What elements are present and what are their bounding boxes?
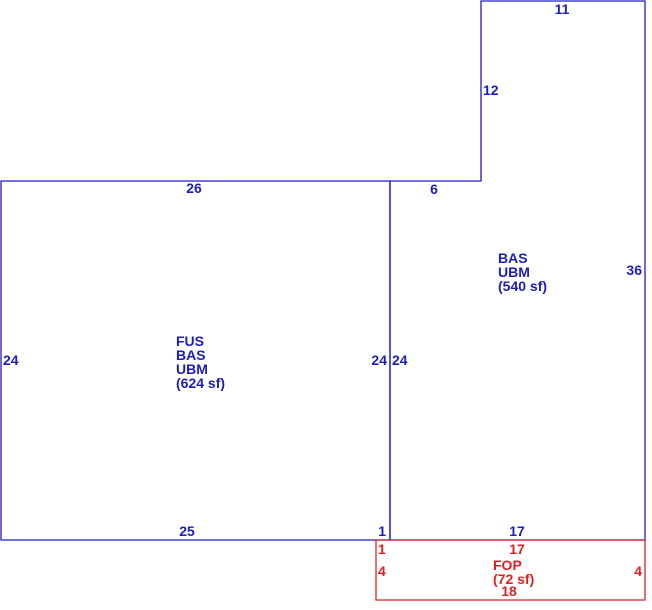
porch-outline [375,539,646,601]
right-top-dimension: 11 [555,1,570,17]
porch-left-dimension: 4 [378,563,386,579]
right-step-horizontal-dimension: 6 [430,181,438,197]
porch-bottom-dimension: 18 [501,583,517,599]
left-left-dimension: 24 [3,352,19,368]
left-code-line-2: BAS [176,347,206,363]
porch-corner-dimension: 1 [378,541,386,557]
porch-right-dimension: 4 [634,563,642,579]
left-code-line-1: FUS [176,333,204,349]
right-code-line-2: UBM [498,264,530,280]
left-area-value: (624 sf) [176,375,225,391]
left-code-line-3: UBM [176,361,208,377]
left-right-dimension: 24 [371,352,387,368]
porch-area-value: (72 sf) [493,571,534,587]
right-step-vertical-dimension: 12 [483,82,499,98]
left-bottom-dimension: 25 [179,523,195,539]
right-left-dimension: 24 [392,352,408,368]
left-top-dimension: 26 [186,180,202,196]
porch-code: FOP [493,557,522,573]
right-bottom-dimension: 17 [509,523,525,539]
porch-top-dimension: 17 [509,541,525,557]
right-right-dimension: 36 [626,262,642,278]
left-corner-dimension: 1 [378,523,386,539]
right-code-line-1: BAS [498,250,528,266]
right-area-value: (540 sf) [498,278,547,294]
